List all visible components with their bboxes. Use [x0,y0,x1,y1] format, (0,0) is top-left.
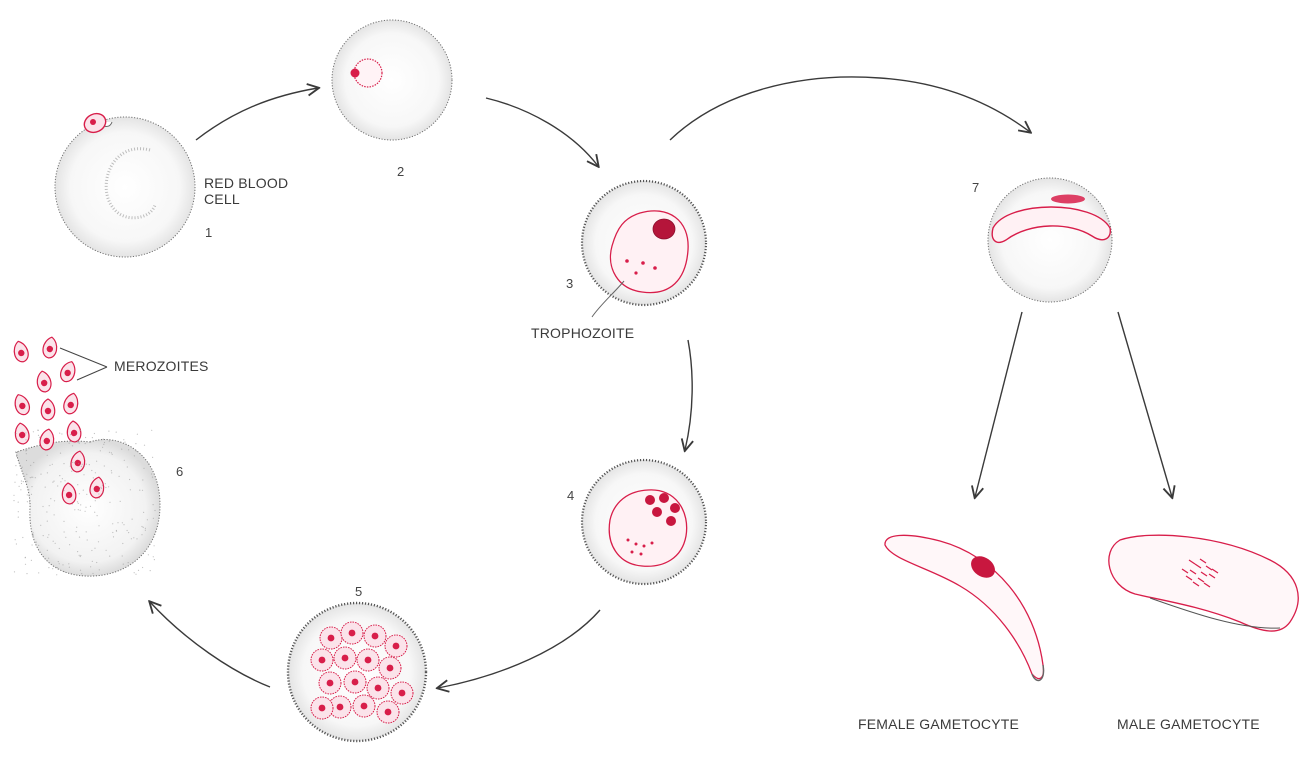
pigment-dot [643,545,646,548]
arrow-3-to-7 [670,77,1030,140]
bursting-rbc [16,440,160,577]
stage-3-trophozoite [582,181,706,317]
pigment-dot [640,553,643,556]
stage-number-1: 1 [205,225,212,240]
pigment-dot [641,261,645,265]
merozoite [12,340,30,364]
red-blood-cell-label-line1: RED BLOOD [204,175,288,191]
stage-5-mature-schizont [288,603,426,741]
merozoite [58,359,78,383]
pigment-dot [635,543,638,546]
arrow-5-to-6 [150,602,270,687]
trophozoite-label: TROPHOZOITE [531,325,634,341]
merozoite-nucleus [90,119,96,125]
stage-number-2: 2 [397,164,404,179]
schizont-nucleus [645,495,655,505]
merozoite [311,649,333,671]
stage-number-3: 3 [566,276,573,291]
merozoite [364,625,386,647]
merozoite [357,649,379,671]
rbc-2 [332,20,452,140]
merozoite [367,677,389,699]
merozoite [35,370,52,393]
merozoite [377,701,399,723]
male-gametocyte [1109,535,1298,631]
merozoite [62,392,80,416]
merozoite [334,647,356,669]
pigment-dot [651,542,654,545]
pigment-dot [634,271,637,274]
pigment-dot [653,266,657,270]
stage-number-4: 4 [567,488,574,503]
merozoite [341,622,363,644]
arrow-1-to-2 [196,88,318,140]
merozoites-label: MEROZOITES [114,358,209,374]
red-blood-cell-label-line2: CELL [204,191,240,207]
stage-number-6: 6 [176,464,183,479]
female-gametocyte-body [885,535,1043,678]
stage-number-7: 7 [972,180,979,195]
male-gametocyte-label: MALE GAMETOCYTE [1117,716,1260,732]
pigment-dot [627,539,630,542]
merozoite [385,635,407,657]
pigment-dot [631,551,634,554]
merozoite [42,336,59,359]
merozoite [12,392,32,416]
ring-nucleus [351,69,360,78]
trophozoite-nucleus [653,219,675,239]
schizont-nucleus [652,507,662,517]
arrow-7-to-female [975,312,1022,497]
gametocyte-nucleus [1051,195,1085,204]
schizont-nucleus [670,503,680,513]
merozoite [344,671,366,693]
merozoite [66,420,81,442]
arrow-3-to-4 [685,340,692,450]
male-gametocyte-body [1109,535,1298,631]
schizont-nucleus [666,516,676,526]
merozoite [319,672,341,694]
stage-4-schizont [582,460,706,584]
female-gametocyte [885,535,1044,680]
pigment-dot [625,259,629,263]
rbc-1 [55,117,195,257]
female-gametocyte-label: FEMALE GAMETOCYTE [858,716,1019,732]
stage-1-red-blood-cell [55,110,195,257]
stage-2-ring-stage [332,20,452,140]
stage-number-5: 5 [355,584,362,599]
cycle-arrows [150,77,1172,688]
merozoite [379,657,401,679]
merozoite [391,682,413,704]
arrow-4-to-5 [438,610,600,688]
merozoite [353,695,375,717]
merozoite [320,627,342,649]
merozoite [41,399,55,420]
schizont-nucleus [659,493,669,503]
stage-7-gametocyte-cell [988,178,1112,302]
merozoite [311,697,333,719]
arrow-7-to-male [1118,312,1172,497]
arrow-2-to-3 [486,98,598,166]
